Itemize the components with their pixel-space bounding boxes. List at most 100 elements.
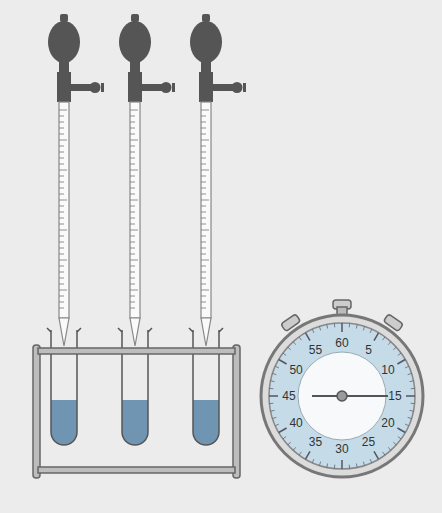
graduation — [201, 128, 206, 129]
dial-tick — [349, 465, 350, 469]
burette-tube — [130, 102, 140, 318]
graduation — [201, 278, 206, 279]
dial-tick — [279, 428, 287, 433]
graduation — [201, 224, 206, 225]
dial-tick — [356, 325, 358, 329]
dial-tick — [319, 462, 320, 466]
stopwatch — [261, 300, 423, 477]
dial-tick — [370, 329, 372, 333]
graduation — [201, 158, 206, 159]
graduation — [201, 248, 206, 249]
dial-tick — [326, 463, 328, 467]
dial-tick — [299, 452, 301, 455]
dial-tick — [349, 323, 350, 327]
graduation — [130, 110, 138, 111]
graduation — [59, 176, 64, 177]
valve-body — [57, 72, 71, 102]
graduation — [59, 302, 64, 303]
graduation — [201, 122, 206, 123]
dial-tick — [288, 347, 291, 350]
graduation — [59, 194, 64, 195]
graduation — [59, 230, 67, 231]
dial-tick — [370, 459, 372, 463]
dial-tick — [293, 342, 296, 345]
dial-tick — [283, 437, 286, 439]
dial-tick — [326, 325, 328, 329]
dial-tick — [393, 442, 396, 445]
burette-tip — [130, 318, 140, 346]
dial-tick — [398, 437, 401, 439]
dial-tick — [408, 417, 412, 418]
dial-tick — [388, 342, 391, 345]
graduation — [59, 254, 64, 255]
dial-tick — [271, 410, 275, 412]
graduation — [59, 146, 64, 147]
graduation — [130, 176, 135, 177]
graduation — [201, 176, 206, 177]
graduation — [201, 266, 206, 267]
graduation — [59, 140, 67, 141]
graduation — [130, 146, 135, 147]
dial-tick — [406, 395, 415, 397]
dial-tick — [408, 373, 412, 374]
graduation — [130, 302, 135, 303]
valve-body — [128, 72, 142, 102]
graduation — [130, 182, 135, 183]
dial-tick — [269, 388, 273, 389]
graduation — [201, 302, 206, 303]
dial-tick — [374, 333, 379, 341]
dial-number: 55 — [309, 344, 322, 356]
liquid — [193, 400, 219, 445]
dial-tick — [411, 403, 415, 404]
test-tube-rack — [33, 345, 240, 478]
graduation — [201, 218, 206, 219]
liquid — [122, 400, 148, 445]
graduation — [59, 182, 64, 183]
valve-handle — [101, 83, 104, 92]
burette-tip — [201, 318, 211, 346]
graduation — [130, 284, 135, 285]
graduation — [130, 254, 135, 255]
dial-tick — [269, 395, 278, 397]
valve-handle — [243, 83, 246, 92]
rubber-bulb — [190, 21, 222, 63]
bulb-nozzle — [131, 14, 139, 22]
graduation — [59, 200, 67, 201]
rubber-bulb — [48, 21, 80, 63]
graduation — [59, 278, 64, 279]
graduation — [201, 308, 206, 309]
graduation — [59, 128, 64, 129]
dial-number: 35 — [309, 436, 322, 448]
graduation — [59, 296, 64, 297]
dial-tick — [306, 451, 311, 459]
dial-tick — [405, 424, 409, 426]
graduation — [59, 224, 64, 225]
dial-tick — [383, 452, 385, 455]
dial-tick — [334, 323, 335, 327]
graduation — [59, 170, 67, 171]
graduation — [59, 284, 64, 285]
graduation — [130, 236, 135, 237]
graduation — [130, 278, 135, 279]
graduation — [130, 122, 135, 123]
graduation — [130, 296, 135, 297]
graduation — [130, 212, 135, 213]
graduation — [130, 116, 135, 117]
dial-tick — [409, 380, 413, 382]
dial-tick — [312, 329, 314, 333]
graduation — [130, 134, 135, 135]
dial-tick — [363, 462, 364, 466]
dial-tick — [409, 410, 413, 412]
dial-number: 15 — [388, 390, 401, 402]
valve-knob — [161, 82, 172, 93]
dial-tick — [397, 428, 405, 433]
graduation — [59, 158, 64, 159]
dial-tick — [319, 327, 320, 331]
graduation — [59, 218, 64, 219]
graduation — [59, 272, 64, 273]
dial-tick — [393, 347, 396, 350]
dial-tick — [374, 451, 379, 459]
dial-number: 25 — [362, 436, 375, 448]
bulb-nozzle — [202, 14, 210, 22]
